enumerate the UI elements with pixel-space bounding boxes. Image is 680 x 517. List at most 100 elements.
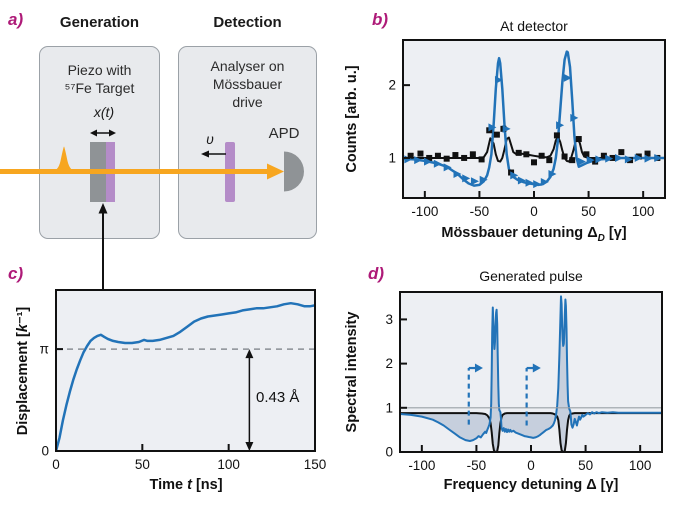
marker-square xyxy=(609,154,616,161)
curve-piezo-displacement-x(t) xyxy=(56,301,315,451)
chart-c-xlabel-unit: [ns] xyxy=(191,477,223,493)
chart-b-title: At detector xyxy=(500,18,568,34)
marker-triangle-right xyxy=(615,153,624,162)
y-tick-label: 1 xyxy=(385,400,393,415)
marker-triangle-right xyxy=(414,156,423,165)
marker-triangle-right xyxy=(563,73,572,82)
marker-square xyxy=(515,149,522,156)
chart-c-xlabel-t: t xyxy=(187,477,192,493)
shift-direction-arrow xyxy=(467,363,483,425)
marker-triangle-right xyxy=(586,156,595,165)
marker-square xyxy=(452,152,459,159)
analyser-foil xyxy=(225,142,235,202)
marker-triangle-right xyxy=(654,153,663,162)
fe57-target-foil xyxy=(106,142,115,202)
marker-square xyxy=(434,152,441,159)
marker-square xyxy=(546,157,553,164)
marker-triangle-right xyxy=(533,180,542,189)
marker-square xyxy=(426,154,433,161)
marker-square xyxy=(407,152,414,159)
marker-triangle-right xyxy=(644,154,653,163)
x-tick-label: 150 xyxy=(304,457,327,472)
chart-b-xlabel-pre: Mössbauer detuning Δ xyxy=(441,225,598,241)
y-tick-label: 1 xyxy=(388,150,396,165)
x-tick-label: 100 xyxy=(629,458,652,473)
chart-d-ylabel: Spectral intensity xyxy=(344,311,360,433)
marker-square xyxy=(553,132,560,139)
marker-square xyxy=(592,158,599,165)
y-tick-label: 0 xyxy=(385,445,393,460)
y-tick-label: π xyxy=(40,342,49,357)
marker-square xyxy=(461,154,468,161)
marker-triangle-right xyxy=(525,178,534,187)
panel-label-b: b) xyxy=(372,10,389,29)
plot-frame xyxy=(55,289,316,452)
y-tick-label: 3 xyxy=(385,312,393,327)
x-tick-label: -50 xyxy=(467,458,487,473)
y-tick-label: 2 xyxy=(385,356,393,371)
chart-d-xlabel: Frequency detuning Δ [γ] xyxy=(443,477,619,493)
piezo-caption: Piezo with ⁵⁷Fe Target xyxy=(39,61,160,97)
chart-b-ylabel: Counts [arb. u.] xyxy=(344,65,360,173)
marker-triangle-right xyxy=(517,176,526,185)
analyser-caption-line2: Mössbauer xyxy=(212,76,283,93)
analyser-caption-line3: drive xyxy=(232,94,263,111)
double-headed-arrow xyxy=(245,349,254,451)
x-tick-label: 0 xyxy=(527,458,535,473)
chart-b-xlabel-unit: [γ] xyxy=(604,225,627,241)
x-tick-label: 50 xyxy=(581,204,596,219)
marker-triangle-right xyxy=(624,155,633,164)
marker-triangle-right xyxy=(443,163,452,172)
marker-square xyxy=(478,156,485,163)
marker-square xyxy=(417,150,424,157)
x-tick-label: 50 xyxy=(578,458,593,473)
marker-square xyxy=(569,157,576,164)
marker-triangle-right xyxy=(479,175,488,184)
chart-c-ylabel-post: ⁻¹] xyxy=(15,306,31,325)
piezo-caption-line1: Piezo with xyxy=(67,62,132,78)
chart-c-xlabel-pre: Time xyxy=(149,477,188,493)
chart-c-xlabel: Time t [ns] xyxy=(66,477,306,493)
marker-triangle-right xyxy=(502,124,511,133)
plot-frame xyxy=(402,39,666,199)
marker-triangle-right xyxy=(488,123,497,132)
x-tick-label: -100 xyxy=(411,204,438,219)
plot-frame xyxy=(399,291,663,453)
marker-square xyxy=(531,159,537,166)
marker-square xyxy=(523,151,530,158)
chart-c-ylabel-pre: Displacement [ xyxy=(15,332,31,436)
shift-direction-arrow xyxy=(525,363,541,426)
x-tick-label: 0 xyxy=(530,204,538,219)
panel-label-a: a) xyxy=(8,10,24,29)
marker-triangle-right xyxy=(556,121,565,130)
x-tick-label: 100 xyxy=(217,457,240,472)
marker-triangle-right xyxy=(433,159,442,168)
marker-triangle-right xyxy=(595,155,604,164)
displacement-amplitude-annotation: 0.43 Å xyxy=(256,389,300,406)
marker-square xyxy=(469,151,476,158)
detection-title: Detection xyxy=(213,14,282,31)
plot-area xyxy=(56,290,315,451)
y-tick-label: 2 xyxy=(388,78,396,93)
marker-triangle-right xyxy=(605,154,614,163)
chart-b-xlabel-sub: D xyxy=(597,232,605,244)
marker-triangle-right xyxy=(424,157,433,166)
chart-d-title: Generated pulse xyxy=(479,268,583,284)
marker-triangle-right xyxy=(494,76,503,85)
curve-generated-pulse-spectrum xyxy=(400,295,662,442)
marker-square xyxy=(600,152,607,159)
panel-label-c: c) xyxy=(8,264,24,283)
marker-triangle-right xyxy=(540,177,549,186)
chart-c-ylabel: Displacement [k⁻¹] xyxy=(14,286,32,456)
detection-box xyxy=(178,46,317,239)
marker-triangle-right xyxy=(577,157,586,166)
chart-generated-pulse: -100 -50 0 50 100 0 1 2 3 xyxy=(385,291,663,473)
velocity-label: υ xyxy=(206,131,214,147)
x-tick-label: -50 xyxy=(470,204,490,219)
marker-triangle-right xyxy=(570,113,579,122)
marker-square xyxy=(443,155,450,162)
x-tick-label: -100 xyxy=(408,458,435,473)
